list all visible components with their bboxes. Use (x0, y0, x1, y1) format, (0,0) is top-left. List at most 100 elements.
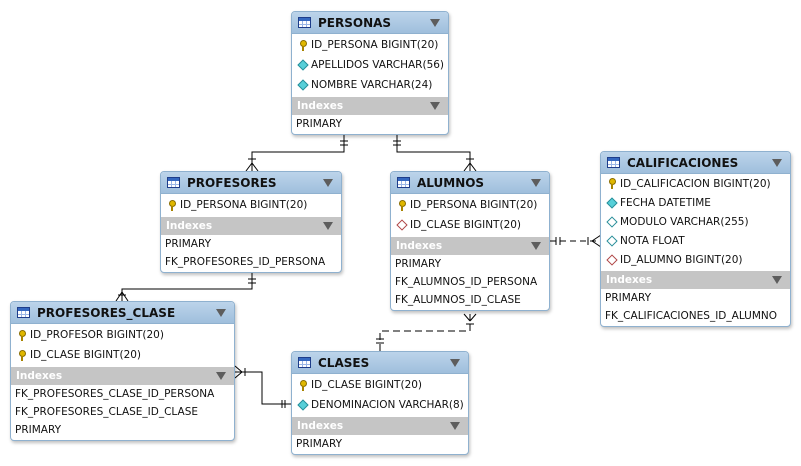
column-row[interactable]: ID_CLASE BIGINT(20) (11, 345, 234, 365)
column-label: ID_PROFESOR BIGINT(20) (30, 329, 164, 341)
table-title: PERSONAS (318, 15, 392, 30)
table-icon (298, 357, 311, 368)
collapse-arrow-icon[interactable] (216, 308, 226, 317)
column-row[interactable]: ID_PROFESOR BIGINT(20) (11, 325, 234, 345)
index-row[interactable]: PRIMARY (395, 258, 442, 270)
relationship-alumnos-calificaciones (550, 234, 602, 248)
primary-key-icon (166, 199, 178, 211)
table-header[interactable]: CALIFICACIONES (601, 152, 790, 174)
relationship-personas-alumnos (393, 135, 477, 172)
index-row[interactable]: FK_ALUMNOS_ID_PERSONA (395, 276, 538, 288)
table-alumnos[interactable]: ALUMNOS ID_PERSONA BIGINT(20) ID_CLASE B… (390, 171, 550, 311)
nullable-column-icon (606, 234, 618, 247)
column-label: ID_CLASE BIGINT(20) (410, 219, 522, 231)
index-row[interactable]: FK_PROFESORES_ID_PERSONA (165, 256, 326, 268)
index-row[interactable]: PRIMARY (605, 292, 652, 304)
column-row[interactable]: MODULO VARCHAR(255) (601, 212, 790, 231)
table-icon (167, 177, 180, 188)
column-row[interactable]: APELLIDOS VARCHAR(56) (292, 55, 448, 75)
table-icon (298, 17, 311, 28)
table-title: PROFESORES_CLASE (37, 305, 176, 320)
relationship-personas-profesores (245, 135, 348, 172)
primary-key-icon (396, 199, 408, 211)
column-label: DENOMINACION VARCHAR(8) (311, 399, 464, 411)
primary-key-icon (16, 349, 28, 361)
column-label: ID_CALIFICACION BIGINT(20) (620, 177, 771, 190)
index-row[interactable]: PRIMARY (296, 118, 343, 130)
column-row[interactable]: ID_CLASE BIGINT(20) (292, 375, 468, 395)
table-title: PROFESORES (187, 175, 277, 190)
column-row[interactable]: ID_PERSONA BIGINT(20) (292, 35, 448, 55)
table-header[interactable]: CLASES (292, 352, 468, 374)
relationship-profesores-profesores-clase (115, 273, 256, 302)
collapse-arrow-icon[interactable] (450, 422, 460, 430)
column-icon (297, 79, 309, 91)
column-row[interactable]: ID_CLASE BIGINT(20) (391, 215, 549, 235)
indexes-header[interactable]: Indexes (601, 271, 790, 289)
collapse-arrow-icon[interactable] (450, 358, 460, 367)
table-calificaciones[interactable]: CALIFICACIONES ID_CALIFICACION BIGINT(20… (600, 151, 791, 327)
primary-key-icon (297, 379, 309, 391)
column-label: FECHA DATETIME (620, 196, 711, 209)
collapse-arrow-icon[interactable] (531, 242, 541, 250)
indexes-label: Indexes (297, 420, 344, 432)
index-row[interactable]: FK_PROFESORES_CLASE_ID_CLASE (15, 406, 199, 418)
column-label: ID_PERSONA BIGINT(20) (180, 199, 308, 211)
index-row[interactable]: PRIMARY (15, 424, 62, 436)
column-label: ID_CLASE BIGINT(20) (30, 349, 142, 361)
foreign-key-icon (396, 219, 408, 231)
index-row[interactable]: FK_CALIFICACIONES_ID_ALUMNO (605, 310, 778, 322)
collapse-arrow-icon[interactable] (323, 178, 333, 187)
indexes-header[interactable]: Indexes (292, 97, 448, 115)
table-icon (397, 177, 410, 188)
indexes-label: Indexes (297, 100, 344, 112)
column-row[interactable]: ID_PERSONA BIGINT(20) (391, 195, 549, 215)
column-icon (297, 399, 309, 411)
table-title: CLASES (318, 355, 370, 370)
column-label: MODULO VARCHAR(255) (620, 215, 749, 228)
collapse-arrow-icon[interactable] (531, 178, 541, 187)
indexes-label: Indexes (16, 370, 63, 382)
table-profesores-clase[interactable]: PROFESORES_CLASE ID_PROFESOR BIGINT(20) … (10, 301, 235, 441)
column-icon (606, 196, 618, 209)
table-header[interactable]: PERSONAS (292, 12, 448, 34)
table-title: ALUMNOS (417, 175, 485, 190)
collapse-arrow-icon[interactable] (323, 222, 333, 230)
index-row[interactable]: PRIMARY (165, 238, 212, 250)
indexes-header[interactable]: Indexes (391, 237, 549, 255)
column-label: NOTA FLOAT (620, 234, 685, 247)
column-row[interactable]: NOTA FLOAT (601, 231, 790, 250)
index-row[interactable]: PRIMARY (296, 438, 343, 450)
table-profesores[interactable]: PROFESORES ID_PERSONA BIGINT(20) Indexes… (160, 171, 342, 273)
index-row[interactable]: FK_PROFESORES_CLASE_ID_PERSONA (15, 388, 215, 400)
table-header[interactable]: PROFESORES (161, 172, 341, 194)
indexes-label: Indexes (606, 274, 653, 286)
column-row[interactable]: DENOMINACION VARCHAR(8) (292, 395, 468, 415)
column-label: APELLIDOS VARCHAR(56) (311, 59, 445, 71)
column-row[interactable]: ID_ALUMNO BIGINT(20) (601, 250, 790, 269)
primary-key-icon (16, 329, 28, 341)
relationship-clases-alumnos (376, 313, 477, 351)
foreign-key-icon (606, 253, 618, 266)
table-clases[interactable]: CLASES ID_CLASE BIGINT(20) DENOMINACION … (291, 351, 469, 455)
column-row[interactable]: FECHA DATETIME (601, 193, 790, 212)
table-header[interactable]: ALUMNOS (391, 172, 549, 194)
column-row[interactable]: NOMBRE VARCHAR(24) (292, 75, 448, 95)
indexes-header[interactable]: Indexes (161, 217, 341, 235)
table-header[interactable]: PROFESORES_CLASE (11, 302, 234, 324)
table-icon (607, 157, 620, 168)
indexes-header[interactable]: Indexes (11, 367, 234, 385)
collapse-arrow-icon[interactable] (216, 372, 226, 380)
column-row[interactable]: ID_CALIFICACION BIGINT(20) (601, 174, 790, 193)
table-personas[interactable]: PERSONAS ID_PERSONA BIGINT(20) APELLIDOS… (291, 11, 449, 135)
collapse-arrow-icon[interactable] (772, 276, 782, 284)
column-row[interactable]: ID_PERSONA BIGINT(20) (161, 195, 341, 215)
collapse-arrow-icon[interactable] (772, 158, 782, 167)
indexes-header[interactable]: Indexes (292, 417, 468, 435)
indexes-label: Indexes (166, 220, 213, 232)
index-row[interactable]: FK_ALUMNOS_ID_CLASE (395, 294, 521, 306)
column-label: ID_PERSONA BIGINT(20) (410, 199, 538, 211)
collapse-arrow-icon[interactable] (430, 102, 440, 110)
collapse-arrow-icon[interactable] (430, 18, 440, 27)
